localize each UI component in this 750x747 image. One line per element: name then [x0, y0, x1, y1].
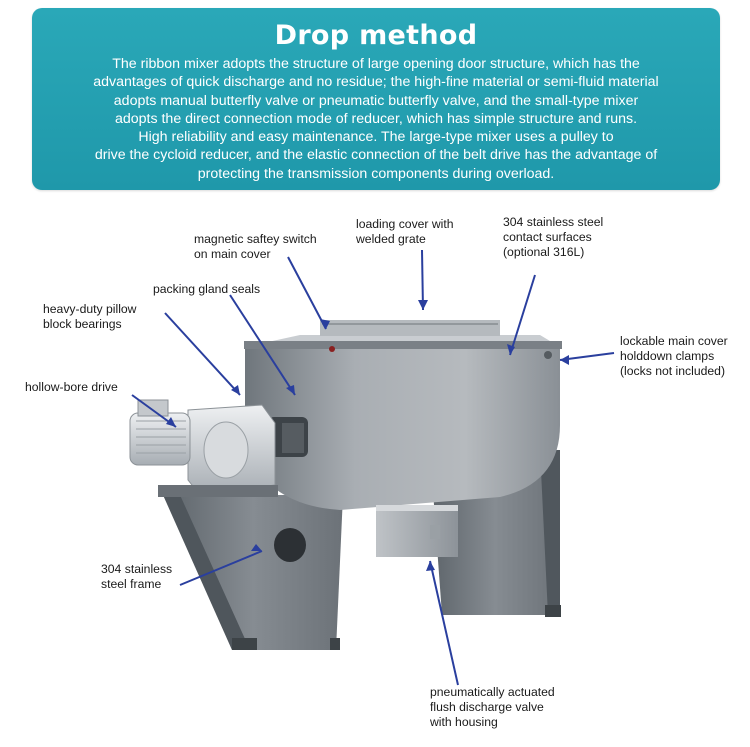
- callout-text: contact surfaces: [503, 230, 592, 244]
- description-line: adopts manual butterfly valve or pneumat…: [113, 92, 639, 109]
- callout-text: packing gland seals: [153, 282, 261, 296]
- callout-text: block bearings: [43, 317, 122, 331]
- callout-leader-lines: [131, 249, 615, 686]
- callout-steel-frame: 304 stainless steel frame: [101, 562, 172, 592]
- callout-hollow-bore: hollow-bore drive: [25, 380, 118, 395]
- callout-text: hollow-bore drive: [25, 380, 118, 394]
- description-line: advantages of quick discharge and no res…: [93, 74, 659, 91]
- callout-text: loading cover with: [356, 217, 454, 231]
- callout-text: on main cover: [194, 247, 271, 261]
- callout-lockable-cover: lockable main cover holddown clamps (loc…: [620, 334, 728, 379]
- description-line: drive the cycloid reducer, and the elast…: [94, 147, 658, 164]
- description-line: High reliability and easy maintenance. T…: [138, 129, 614, 146]
- callout-discharge-valve: pneumatically actuated flush discharge v…: [430, 685, 555, 730]
- callout-arrowheads: [166, 300, 569, 571]
- callout-text: welded grate: [356, 232, 426, 246]
- callout-text: holddown clamps: [620, 349, 715, 363]
- description-line: The ribbon mixer adopts the structure of…: [112, 56, 640, 72]
- callout-text: lockable main cover: [620, 334, 728, 348]
- ribbon-mixer-figure: magnetic saftey switch on main cover loa…: [0, 195, 750, 747]
- callout-pillow-block: heavy-duty pillow block bearings: [43, 302, 136, 332]
- callout-packing-gland: packing gland seals: [153, 282, 260, 297]
- callout-text: with housing: [430, 715, 498, 729]
- callout-text: pneumatically actuated: [430, 685, 555, 699]
- steel-frame: [163, 450, 561, 650]
- callout-text: steel frame: [101, 577, 162, 591]
- discharge-valve-housing: [376, 505, 458, 557]
- ribbon-mixer-illustration: [129, 249, 615, 686]
- header-banner: Drop method The ribbon mixer adopts the …: [32, 8, 720, 190]
- callout-loading-cover: loading cover with welded grate: [356, 217, 454, 247]
- callout-text: magnetic saftey switch: [194, 232, 317, 246]
- banner-description: The ribbon mixer adopts the structure of…: [42, 55, 710, 183]
- callout-magnetic-switch: magnetic saftey switch on main cover: [194, 232, 317, 262]
- callout-text: 304 stainless: [101, 562, 173, 576]
- callout-text: (optional 316L): [503, 245, 585, 259]
- callout-text: flush discharge valve: [430, 700, 544, 714]
- description-line: adopts the direct connection mode of red…: [114, 110, 638, 127]
- callout-contact-surfaces: 304 stainless steel contact surfaces (op…: [503, 215, 603, 260]
- callout-text: 304 stainless steel: [503, 215, 604, 229]
- banner-title: Drop method: [274, 20, 478, 51]
- callout-text: heavy-duty pillow: [43, 302, 137, 316]
- description-line: protecting the transmission components d…: [197, 165, 555, 182]
- callout-text: (locks not included): [620, 364, 725, 378]
- mixer-trough: [244, 320, 562, 510]
